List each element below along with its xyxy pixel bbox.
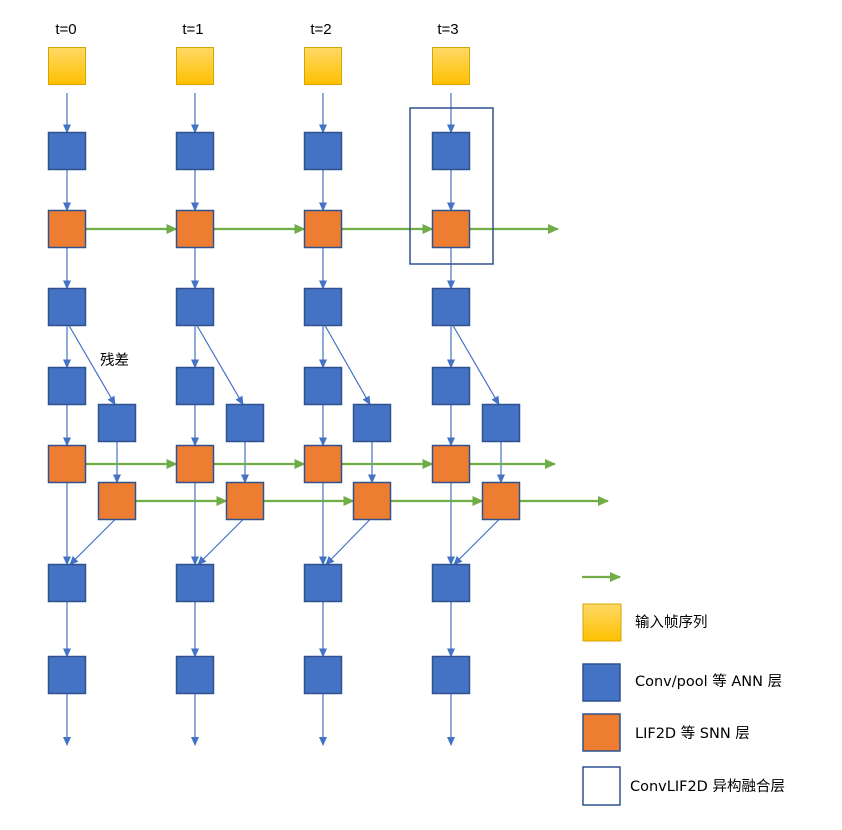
ann-layer-4-t3 xyxy=(431,563,471,603)
arrow-residual-merge-t2 xyxy=(325,519,371,566)
legend: 输入帧序列 Conv/pool 等 ANN 层 LIF2D 等 SNN 层 Co… xyxy=(582,572,785,806)
ann-layer-4-t0 xyxy=(47,563,87,603)
time-label-1: t=1 xyxy=(182,21,203,38)
ann-layer-1-t2 xyxy=(303,131,343,171)
ann-layer-5-t2 xyxy=(303,655,343,695)
ann-layer-4-t2 xyxy=(303,563,343,603)
legend-input-label: 输入帧序列 xyxy=(635,614,708,631)
legend-ann-swatch xyxy=(582,663,621,702)
ann-residual-branch-t3 xyxy=(481,403,521,443)
ann-residual-branch-t0 xyxy=(97,403,137,443)
layer-nodes xyxy=(47,47,521,695)
residual-label: 残差 xyxy=(100,352,129,369)
ann-layer-2-t2 xyxy=(303,287,343,327)
arrow-residual-split-t1 xyxy=(196,325,244,406)
input-frame-t0 xyxy=(48,47,86,85)
input-frame-t1 xyxy=(176,47,214,85)
ann-layer-1-t0 xyxy=(47,131,87,171)
input-frame-t2 xyxy=(304,47,342,85)
legend-snn-label: LIF2D 等 SNN 层 xyxy=(635,724,750,742)
snn-residual-branch-t0 xyxy=(97,481,137,521)
time-label-0: t=0 xyxy=(55,21,76,38)
ann-residual-branch-t2 xyxy=(352,403,392,443)
snn-residual-branch-t1 xyxy=(225,481,265,521)
ann-layer-3-t2 xyxy=(303,366,343,406)
ann-layer-3-t0 xyxy=(47,366,87,406)
fusion-layer-box xyxy=(409,107,494,265)
snn-layer-2-t1 xyxy=(175,444,215,484)
arrow-residual-split-t0 xyxy=(68,325,116,406)
arrow-residual-split-t3 xyxy=(452,325,500,406)
snn-residual-branch-t3 xyxy=(481,481,521,521)
legend-fusion-label: ConvLIF2D 异构融合层 xyxy=(630,778,785,795)
ann-layer-4-t1 xyxy=(175,563,215,603)
snn-residual-branch-t2 xyxy=(352,481,392,521)
arrow-residual-split-t2 xyxy=(324,325,371,406)
forward-connections xyxy=(63,93,505,746)
ann-layer-3-t3 xyxy=(431,366,471,406)
ann-layer-1-t3 xyxy=(431,131,471,171)
arrow-residual-merge-t0 xyxy=(69,519,116,566)
ann-residual-branch-t1 xyxy=(225,403,265,443)
legend-snn-swatch xyxy=(582,713,621,752)
snn-layer-1-t3 xyxy=(431,209,471,249)
snn-layer-1-t0 xyxy=(47,209,87,249)
snn-layer-1-t2 xyxy=(303,209,343,249)
time-label-3: t=3 xyxy=(437,21,458,38)
time-label-2: t=2 xyxy=(310,21,331,38)
ann-layer-5-t0 xyxy=(47,655,87,695)
legend-fusion-swatch xyxy=(582,766,621,806)
ann-layer-5-t1 xyxy=(175,655,215,695)
ann-layer-5-t3 xyxy=(431,655,471,695)
input-frame-t3 xyxy=(432,47,470,85)
snn-layer-2-t3 xyxy=(431,444,471,484)
snn-layer-1-t1 xyxy=(175,209,215,249)
legend-input-swatch xyxy=(582,603,622,642)
snn-layer-2-t0 xyxy=(47,444,87,484)
legend-ann-label: Conv/pool 等 ANN 层 xyxy=(635,672,782,690)
arrow-residual-merge-t1 xyxy=(197,519,244,566)
temporal-connections xyxy=(85,224,609,506)
ann-layer-2-t3 xyxy=(431,287,471,327)
ann-layer-2-t0 xyxy=(47,287,87,327)
ann-layer-2-t1 xyxy=(175,287,215,327)
ann-layer-1-t1 xyxy=(175,131,215,171)
snn-layer-2-t2 xyxy=(303,444,343,484)
arrow-residual-merge-t3 xyxy=(453,519,500,566)
ann-layer-3-t1 xyxy=(175,366,215,406)
